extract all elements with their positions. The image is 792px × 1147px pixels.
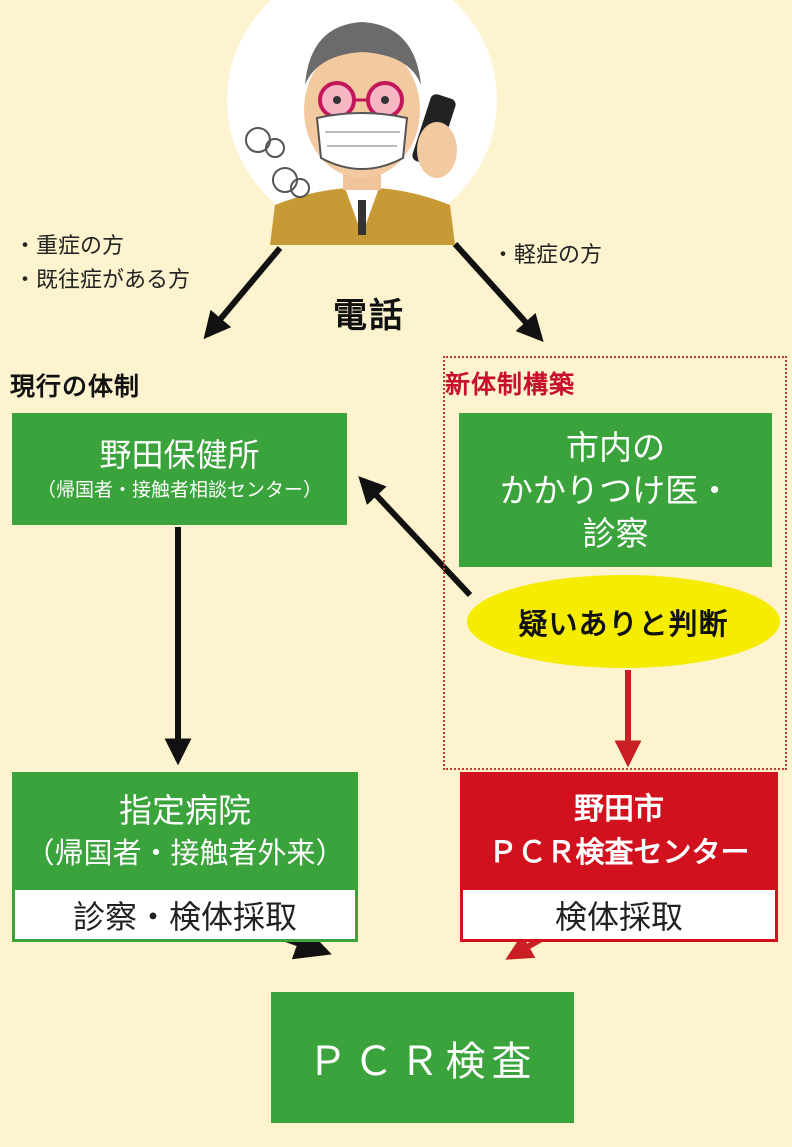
pcr-center-box: 野田市 ＰＣＲ検査センター bbox=[460, 772, 778, 890]
phone-caption: 電話 bbox=[333, 296, 405, 336]
patient-on-phone-illustration bbox=[227, 0, 497, 245]
hospital-title: 指定病院 bbox=[119, 791, 251, 830]
arrow-phone-to-clinic bbox=[452, 241, 544, 343]
arrow-phone-to-health-center bbox=[203, 246, 283, 340]
designated-hospital-box: 指定病院 （帰国者・接触者外来） bbox=[12, 772, 358, 890]
pcr-center-line-1: 野田市 bbox=[574, 792, 664, 827]
health-center-title: 野田保健所 bbox=[99, 436, 260, 474]
severe-cases-notes: ・重症の方 ・既往症がある方 bbox=[14, 230, 190, 298]
note-preexisting: ・既往症がある方 bbox=[14, 268, 191, 293]
clinic-line-2: かかりつけ医・ bbox=[499, 470, 732, 510]
clinic-box: 市内の かかりつけ医・ 診察 bbox=[459, 413, 772, 567]
hospital-subtitle: （帰国者・接触者外来） bbox=[25, 836, 345, 870]
note-severe: ・重症の方 bbox=[14, 234, 125, 259]
pcr-center-line-2: ＰＣＲ検査センター bbox=[488, 835, 750, 869]
clinic-line-1: 市内の bbox=[566, 427, 665, 467]
arrow-judgement-to-health-center bbox=[358, 476, 473, 598]
pcr-center-tasks: 検体採取 bbox=[460, 890, 778, 942]
clinic-line-3: 診察 bbox=[582, 513, 649, 553]
new-system-frame bbox=[443, 356, 787, 770]
pcr-test-box: ＰＣＲ検査 bbox=[271, 992, 574, 1123]
suspected-judgement-ellipse: 疑いありと判断 bbox=[467, 575, 780, 668]
health-center-box: 野田保健所 （帰国者・接触者相談センター） bbox=[12, 413, 347, 525]
health-center-subtitle: （帰国者・接触者相談センター） bbox=[36, 479, 322, 501]
note-mild: ・軽症の方 bbox=[492, 243, 603, 268]
new-system-label: 新体制構築 bbox=[445, 370, 576, 399]
current-system-label: 現行の体制 bbox=[10, 372, 141, 401]
hospital-tasks: 診察・検体採取 bbox=[12, 890, 358, 942]
mild-cases-notes: ・軽症の方 bbox=[492, 239, 602, 273]
